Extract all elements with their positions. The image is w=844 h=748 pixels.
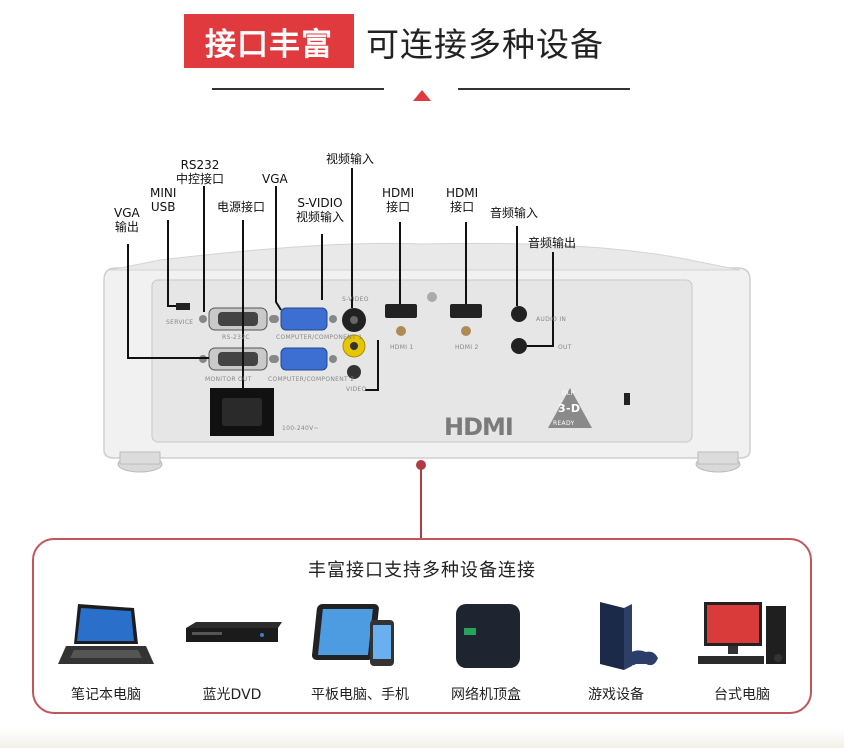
print-monitor-out: MONITOR OUT bbox=[205, 376, 252, 383]
game-console-icon bbox=[600, 602, 658, 670]
device-label: 蓝光DVD bbox=[202, 687, 262, 703]
print-computer2: COMPUTER/COMPONENT 2 bbox=[268, 376, 355, 383]
label-audio-in: 音频输入 bbox=[490, 206, 539, 220]
badge-ready: READY bbox=[553, 420, 575, 427]
bluray-player-icon bbox=[186, 622, 282, 642]
print-video: VIDEO bbox=[346, 386, 367, 393]
label-video-in: 视频输入 bbox=[326, 152, 375, 166]
print-rs232c: RS-232C bbox=[222, 334, 250, 341]
print-audio-in: AUDIO IN bbox=[536, 316, 567, 323]
print-computer1: COMPUTER/COMPONENT 1 bbox=[276, 334, 363, 341]
projector-illustration bbox=[103, 168, 751, 473]
label-audio-out: 音频输出 bbox=[528, 236, 577, 250]
label-power: 电源接口 bbox=[217, 200, 266, 214]
print-hdmi2: HDMI 2 bbox=[455, 344, 479, 351]
print-hdmi1: HDMI 1 bbox=[390, 344, 414, 351]
header-divider-right bbox=[458, 88, 630, 90]
label-vga-in: VGA bbox=[262, 172, 288, 186]
triangle-up-icon bbox=[413, 90, 431, 101]
device-label: 网络机顶盒 bbox=[451, 687, 521, 703]
print-audio-out: OUT bbox=[558, 344, 572, 351]
badge-3d: 3-D bbox=[558, 402, 581, 415]
laptop-icon bbox=[58, 604, 154, 664]
device-laptop: 笔记本电脑 bbox=[46, 594, 166, 704]
device-set-top-box: 网络机顶盒 bbox=[426, 594, 546, 704]
badge-dlp: DLP bbox=[562, 390, 575, 397]
device-card: 丰富接口支持多种设备连接 笔记本电脑 蓝光DVD 平板电脑、手机 bbox=[32, 538, 812, 714]
card-title: 丰富接口支持多种设备连接 bbox=[308, 560, 536, 581]
device-label: 台式电脑 bbox=[714, 687, 770, 703]
tablet-phone-icon bbox=[311, 604, 394, 666]
device-label: 平板电脑、手机 bbox=[311, 687, 409, 703]
header-divider-left bbox=[212, 88, 384, 90]
device-game-console: 游戏设备 bbox=[556, 594, 676, 704]
device-label: 笔记本电脑 bbox=[71, 687, 141, 703]
print-voltage: 100-240V~ bbox=[282, 425, 319, 432]
header-badge: 接口丰富 bbox=[184, 14, 354, 68]
connector-line bbox=[420, 463, 422, 539]
hdmi-logo: HDMI bbox=[444, 413, 514, 441]
device-label: 游戏设备 bbox=[588, 687, 644, 703]
desktop-computer-icon bbox=[698, 602, 786, 664]
device-desktop: 台式电脑 bbox=[682, 594, 802, 704]
print-service: SERVICE bbox=[166, 319, 194, 326]
device-bluray: 蓝光DVD bbox=[172, 594, 292, 704]
device-tablet-phone: 平板电脑、手机 bbox=[300, 594, 420, 704]
header-title: 可连接多种设备 bbox=[366, 25, 604, 64]
print-svideo: S-VIDEO bbox=[342, 296, 369, 303]
bottom-fade bbox=[0, 728, 844, 748]
header: 接口丰富 可连接多种设备 bbox=[0, 14, 844, 74]
set-top-box-icon bbox=[456, 604, 520, 668]
